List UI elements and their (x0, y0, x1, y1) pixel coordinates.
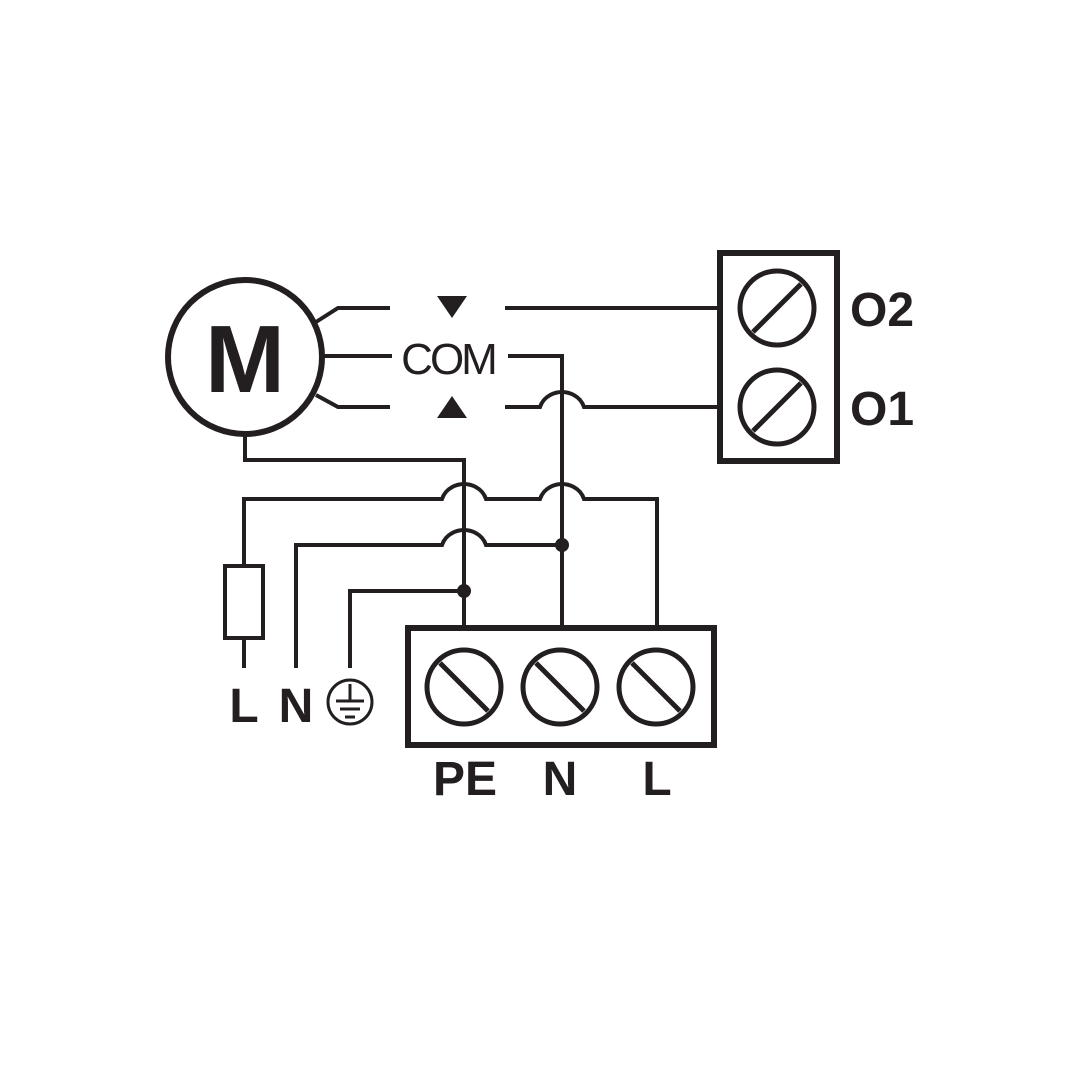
wire-supply-pe (348, 589, 464, 668)
wire-motor-up (315, 393, 390, 409)
wire-com-to-n (508, 354, 564, 628)
screw-terminal-icon (737, 367, 817, 447)
screw-terminal-icon (737, 268, 817, 348)
terminal-l-label: L (642, 753, 671, 806)
o1-label: O1 (850, 383, 914, 436)
o2-label: O2 (850, 284, 914, 337)
junction-pe (457, 584, 471, 598)
fuse-icon (223, 564, 265, 640)
junction-n (555, 538, 569, 552)
terminal-pe-label: PE (433, 753, 497, 806)
motor: M (165, 277, 325, 437)
arrow-down-icon (437, 296, 467, 318)
output-terminal-block (717, 250, 840, 464)
wire-motor-down (314, 306, 390, 324)
wire-supply-n (294, 527, 562, 668)
com-label: COM (401, 335, 495, 384)
main-terminal-block (405, 625, 717, 748)
motor-label: M (205, 306, 285, 413)
screw-terminal-icon (520, 647, 600, 727)
screw-terminal-icon (424, 647, 504, 727)
wire-motor-pe (243, 434, 466, 628)
wire-supply-l (242, 481, 659, 668)
supply-l-label: L (229, 680, 258, 733)
screw-terminal-icon (616, 647, 696, 727)
arrow-up-icon (437, 396, 467, 418)
wire-o1 (505, 389, 720, 409)
terminal-n-label: N (543, 753, 578, 806)
ground-icon (326, 678, 374, 726)
supply-n-label: N (279, 680, 314, 733)
